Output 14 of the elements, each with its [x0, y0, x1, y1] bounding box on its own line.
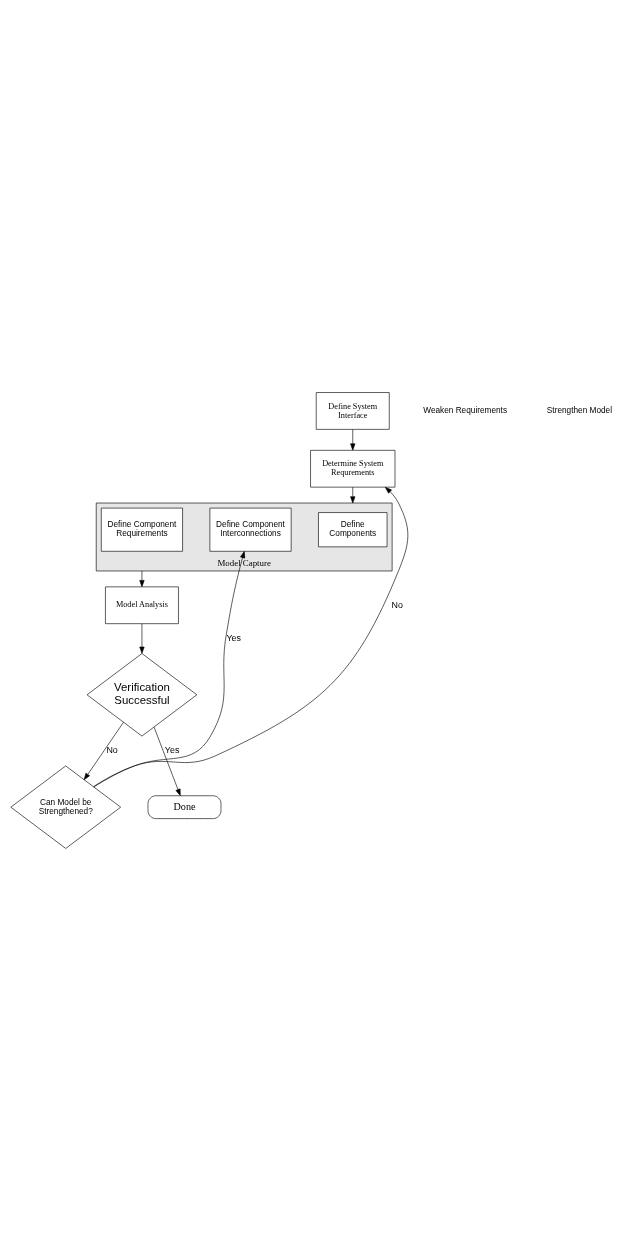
arrow	[139, 623, 145, 654]
node-box: Done	[147, 795, 222, 819]
arrow	[93, 487, 409, 787]
arrow	[153, 726, 181, 796]
edge-label: Yes	[226, 632, 241, 643]
arrow	[350, 486, 356, 504]
edge-label: Yes	[164, 745, 180, 756]
arrow	[350, 429, 356, 451]
edge-label: No	[391, 599, 403, 610]
edge-label: No	[106, 745, 118, 756]
arrow	[139, 570, 145, 588]
node-diamond: Verification Successful	[86, 653, 198, 737]
arrow	[83, 722, 124, 780]
arrow	[93, 551, 246, 788]
